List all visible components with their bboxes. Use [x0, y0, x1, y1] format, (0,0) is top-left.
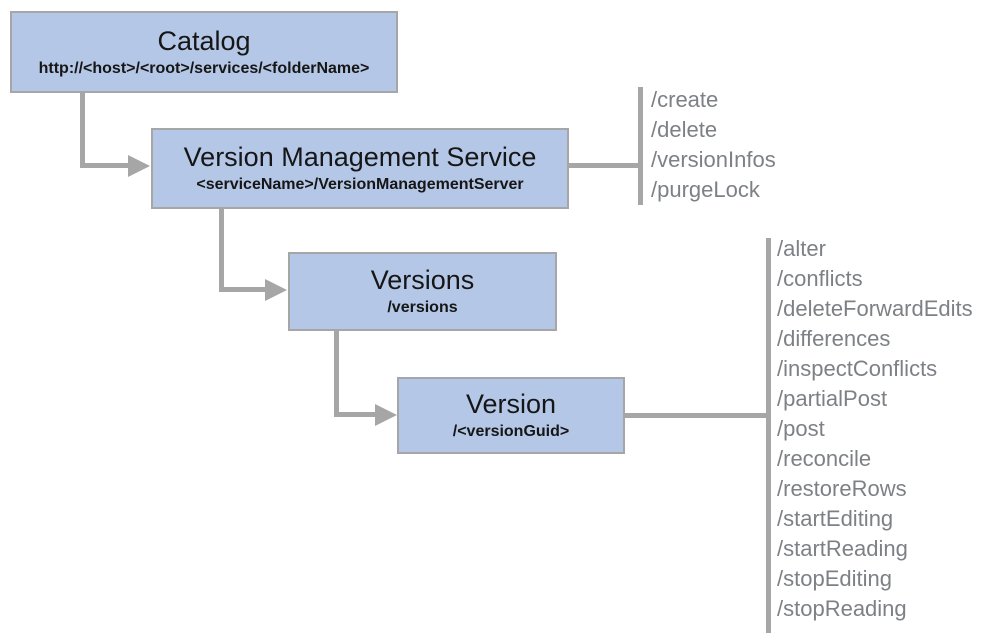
connector-catalog-to-vms-vertical: [80, 93, 85, 168]
node-versions: Versions /versions: [288, 252, 557, 331]
operation-item: /conflicts: [777, 266, 863, 291]
operation-item: /differences: [777, 326, 891, 351]
connector-vms-to-versions-horizontal: [219, 287, 265, 292]
operation-item: /purgeLock: [651, 177, 760, 202]
node-url-pattern: /<versionGuid>: [452, 423, 570, 441]
connector-versions-to-version-vertical: [334, 331, 339, 417]
operations-list-version: /alter /conflicts /deleteForwardEdits /d…: [777, 234, 973, 624]
operation-item: /startEditing: [777, 506, 894, 531]
arrowhead-icon: [375, 404, 397, 426]
arrowhead-icon: [128, 155, 150, 177]
operation-item: /stopEditing: [777, 566, 892, 591]
operation-item: /versionInfos: [651, 147, 776, 172]
connector-vms-to-operations: [569, 163, 638, 168]
node-url-pattern: http://<host>/<root>/services/<folderNam…: [38, 59, 370, 77]
node-catalog: Catalog http://<host>/<root>/services/<f…: [10, 11, 398, 93]
operation-item: /alter: [777, 236, 826, 261]
operation-item: /create: [651, 87, 719, 112]
operation-item: /delete: [651, 117, 718, 142]
operation-item: /restoreRows: [777, 476, 907, 501]
arrowhead-icon: [265, 279, 287, 301]
operation-item: /reconcile: [777, 446, 872, 471]
node-title: Version: [465, 389, 557, 420]
node-title: Versions: [370, 265, 475, 296]
node-url-pattern: /versions: [387, 299, 458, 317]
node-title: Version Management Service: [183, 142, 537, 173]
operations-bracket-version: [766, 238, 771, 633]
connector-versions-to-version-horizontal: [334, 412, 375, 417]
connector-catalog-to-vms-horizontal: [80, 163, 128, 168]
operation-item: /stopReading: [777, 596, 907, 621]
connector-vms-to-versions-vertical: [219, 209, 224, 292]
operation-item: /partialPost: [777, 386, 888, 411]
operation-item: /inspectConflicts: [777, 356, 938, 381]
node-title: Catalog: [157, 25, 251, 56]
operation-item: /startReading: [777, 536, 908, 561]
operations-bracket-vms: [638, 87, 643, 205]
operation-item: /deleteForwardEdits: [777, 296, 973, 321]
node-url-pattern: <serviceName>/VersionManagementServer: [196, 176, 524, 194]
node-version: Version /<versionGuid>: [397, 377, 625, 454]
operation-item: /post: [777, 416, 825, 441]
connector-version-to-operations: [625, 413, 766, 418]
operations-list-vms: /create /delete /versionInfos /purgeLock: [651, 85, 776, 205]
node-version-management-service: Version Management Service <serviceName>…: [151, 128, 569, 209]
